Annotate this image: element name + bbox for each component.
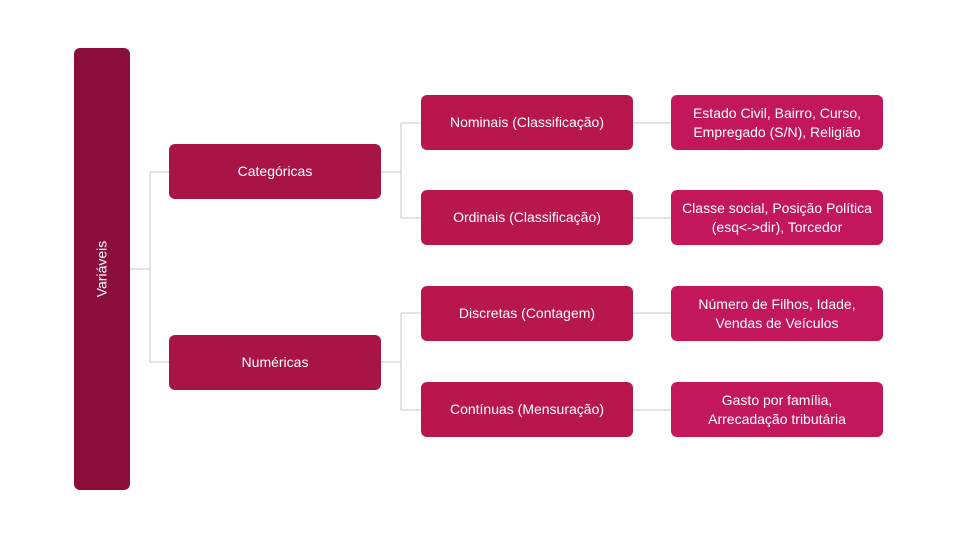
node-nominais-label: Nominais (Classificação) xyxy=(449,114,605,130)
node-nominais: Nominais (Classificação) xyxy=(421,95,633,150)
node-continuas-label: Contínuas (Mensuração) xyxy=(449,401,605,417)
node-ordinais: Ordinais (Classificação) xyxy=(421,190,633,245)
node-continuas: Contínuas (Mensuração) xyxy=(421,382,633,437)
node-categoricas-label: Categóricas xyxy=(237,163,313,179)
leaf-continuas-text: Gasto por família, Arrecadação tributári… xyxy=(708,391,846,427)
node-categoricas: Categóricas xyxy=(169,144,381,199)
leaf-ordinais-text: Classe social, Posição Política (esq<->d… xyxy=(682,199,872,235)
leaf-nominais-text: Estado Civil, Bairro, Curso, Empregado (… xyxy=(692,104,862,140)
leaf-discretas-examples: Número de Filhos, Idade, Vendas de Veícu… xyxy=(671,286,883,341)
node-discretas-label: Discretas (Contagem) xyxy=(458,305,596,321)
leaf-discretas-text: Número de Filhos, Idade, Vendas de Veícu… xyxy=(698,295,856,331)
node-ordinais-label: Ordinais (Classificação) xyxy=(453,209,601,225)
root-node-variaveis: Variáveis xyxy=(74,48,130,490)
leaf-continuas-examples: Gasto por família, Arrecadação tributári… xyxy=(671,382,883,437)
node-numericas-label: Numéricas xyxy=(241,354,309,370)
root-node-label: Variáveis xyxy=(93,240,110,298)
leaf-ordinais-examples: Classe social, Posição Política (esq<->d… xyxy=(671,190,883,245)
node-discretas: Discretas (Contagem) xyxy=(421,286,633,341)
node-numericas: Numéricas xyxy=(169,335,381,390)
leaf-nominais-examples: Estado Civil, Bairro, Curso, Empregado (… xyxy=(671,95,883,150)
